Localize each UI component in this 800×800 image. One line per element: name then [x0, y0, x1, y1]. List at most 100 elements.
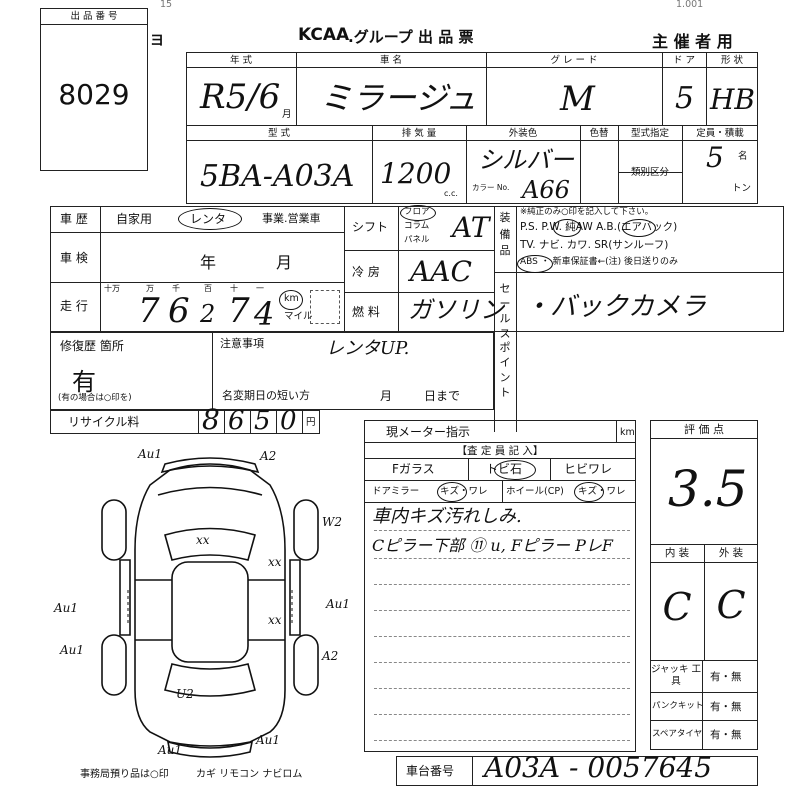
equipment-row-2: TV. ナビ. カワ. SR(サンルーフ)	[520, 239, 669, 251]
sales-point-label: セールスポイント	[499, 282, 511, 399]
spare-label: スペアタイヤ	[652, 729, 703, 739]
unit-100k: 十万	[104, 284, 120, 293]
equipment-row-3: ABS ・ 新車保証書←(注) 後日送りのみ	[520, 257, 679, 267]
inspection-year: 年	[200, 253, 217, 272]
mark-xx-cabin: xx	[196, 533, 210, 547]
f-glass-label: Fガラス	[392, 462, 435, 476]
evaluation-score: 3.5	[668, 460, 748, 518]
exterior-value: シルバー	[478, 146, 574, 174]
mark-au1-rear-2: Au1	[256, 733, 281, 747]
notes-value: レンタUP.	[326, 338, 410, 359]
rental-use: レンタ	[190, 212, 227, 226]
cc-unit: c.c.	[444, 189, 458, 198]
vehicle-info-table	[186, 52, 758, 204]
front-right-wheel	[293, 499, 319, 561]
office-items: カギ リモコン ナビロム	[196, 769, 303, 780]
rear-bumper	[166, 740, 254, 758]
year-header: 年 式	[229, 55, 253, 66]
business-use: 事業.営業車	[262, 212, 321, 225]
history-label: 車 歴	[60, 212, 88, 226]
capacity-value: 5	[706, 141, 724, 174]
pw-circle	[553, 219, 581, 237]
shape-header: 形 状	[720, 55, 744, 66]
front-hood-line	[157, 486, 263, 496]
left-side-panel	[119, 559, 131, 636]
wheel-label: ホイール(CP)	[506, 486, 564, 497]
chassis-table	[396, 756, 758, 786]
lot-number-box	[40, 8, 148, 171]
unit-1k: 千	[172, 284, 180, 293]
grade-value: M	[560, 79, 595, 119]
color-no-label: カラー No.	[472, 183, 510, 192]
year-month-unit: 月	[282, 109, 292, 120]
repair-notes-table	[50, 332, 494, 410]
fuel-value: ガソリン	[408, 296, 504, 324]
mileage-digit-4: 7	[228, 291, 250, 331]
front-left-wheel	[101, 499, 127, 561]
mileage-digit-1: 7	[138, 291, 160, 331]
lot-number-label: 出 品 番 号	[70, 11, 118, 22]
organizer-label: 主 催 者 用	[652, 32, 733, 51]
chip-label: トビ石	[486, 462, 523, 476]
model-header: 型 式	[267, 128, 291, 139]
ac-value: AAC	[410, 255, 472, 288]
rental-circle	[178, 208, 242, 230]
corner-number-left: 15	[160, 0, 173, 10]
recycle-digit-1: 8	[202, 403, 220, 436]
car-damage-diagram	[101, 457, 319, 758]
ac-label: 冷 房	[352, 265, 380, 279]
equipment-row-1: P.S. P.W. 純AW A.B.(エアバック)	[520, 221, 678, 233]
car-body-outline	[134, 463, 286, 747]
mark-u2: U2	[176, 687, 194, 701]
mirror-damage-circle	[437, 482, 467, 502]
color-no-value: A66	[522, 176, 570, 204]
capacity-header: 定員・積載	[696, 128, 744, 139]
puncture-value: 有・無	[710, 701, 742, 713]
recycle-table	[50, 410, 320, 434]
recycle-digit-3: 5	[254, 406, 271, 436]
name-change-day: 日まで	[424, 389, 461, 403]
mark-au1-right: Au1	[326, 597, 351, 611]
mile-unit: マイル	[284, 311, 313, 322]
private-use: 自家用	[116, 212, 153, 226]
meter-unit: km	[620, 427, 635, 438]
wheel-damage: キズ・ワレ	[578, 486, 626, 497]
capacity-unit: 名	[738, 151, 748, 162]
car-name-value: ミラージュ	[320, 79, 478, 117]
displacement-value: 1200	[380, 157, 452, 190]
jack-label: ジャッキ 工 具	[650, 664, 702, 688]
inspector-line-2: Cピラー下部 ⑪ u, Fピラー PレF	[372, 536, 613, 555]
shift-column: コラム	[404, 221, 430, 231]
mark-a2-right: A2	[322, 649, 339, 663]
mark-a2-front: A2	[260, 449, 277, 463]
front-bumper	[160, 457, 260, 474]
year-value: R5/6	[200, 77, 281, 117]
left-door-lines	[135, 579, 172, 641]
form-title: .グループ 出 品 票	[348, 28, 474, 46]
windshield	[164, 527, 256, 561]
mileage-extra-box	[310, 290, 340, 324]
shift-value: AT	[452, 211, 490, 244]
mileage-digit-2: 6	[168, 291, 190, 331]
abs-circle	[517, 255, 553, 273]
exterior-label: 外 装	[718, 547, 744, 559]
shift-panel: パネル	[404, 235, 430, 245]
equipment-note: ※純正のみ○印を記入して下さい。	[520, 207, 654, 217]
shape-value: HB	[710, 83, 755, 116]
unit-10: 十	[230, 284, 238, 293]
repair-label: 修復歴 箇所	[60, 339, 124, 353]
inspection-month: 月	[276, 253, 293, 272]
shift-label: シフト	[352, 220, 389, 234]
mark-au1-left-2: Au1	[60, 643, 85, 657]
name-change-month: 月	[380, 389, 393, 403]
mileage-digit-5: 4	[254, 295, 275, 333]
interior-label: 内 装	[664, 547, 690, 559]
unit-1: 一	[256, 284, 264, 293]
wheel-damage-circle	[574, 482, 604, 502]
repair-note: (有の場合は○印を)	[58, 393, 132, 403]
km-unit: km	[284, 293, 299, 304]
office-note: 事務局預り品は○印	[80, 769, 169, 780]
meter-label: 現メーター指示	[386, 425, 471, 439]
interior-grade: C	[662, 585, 692, 629]
displacement-header: 排 気 量	[401, 128, 437, 139]
